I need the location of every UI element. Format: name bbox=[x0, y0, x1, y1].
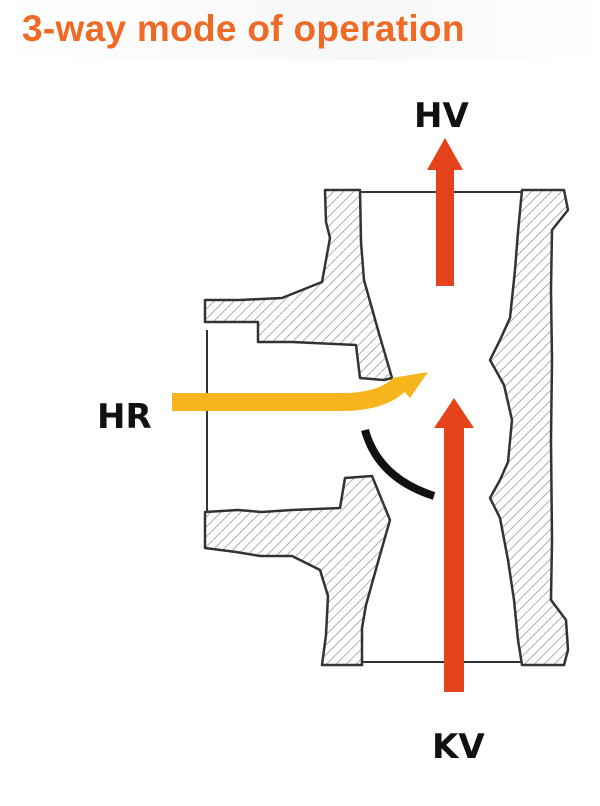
hr-label: HR bbox=[97, 397, 152, 437]
page-title: 3-way mode of operation bbox=[22, 8, 465, 49]
kv-flow-arrow bbox=[434, 398, 474, 692]
valve-body-lower-left-wall bbox=[203, 474, 392, 667]
valve-body-right-wall bbox=[488, 188, 570, 667]
title-band bbox=[0, 0, 600, 60]
valve-flap bbox=[361, 428, 436, 500]
hr-flow-arrow bbox=[172, 372, 428, 411]
valve-body-left-wall bbox=[203, 188, 394, 382]
kv-label: KV bbox=[432, 727, 485, 767]
hv-label: HV bbox=[414, 96, 469, 136]
hv-flow-arrow bbox=[427, 138, 463, 286]
